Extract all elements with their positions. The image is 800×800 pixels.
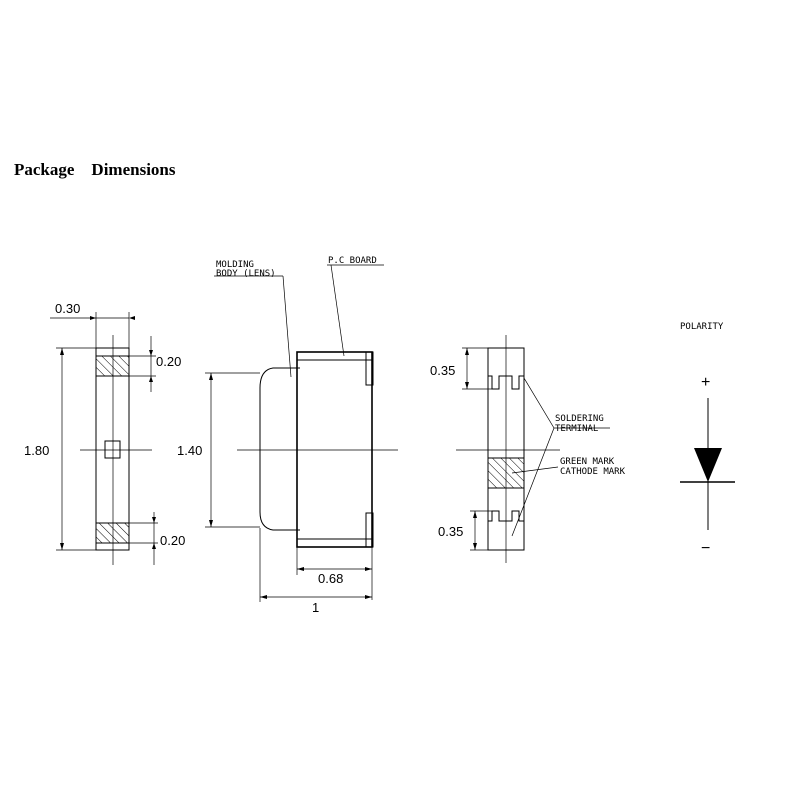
side-top-pad — [95, 355, 130, 377]
page-title: Package Dimensions — [14, 160, 176, 179]
plus-sign: + — [701, 374, 710, 391]
cathode-mark-label: CATHODE MARK — [560, 467, 626, 477]
front-height-label: 1.40 — [177, 443, 202, 458]
side-bottom-pad — [95, 522, 130, 544]
back-terminal-bottom-label: 0.35 — [438, 524, 463, 539]
side-length-label: 1.80 — [24, 443, 49, 458]
molding-body — [259, 367, 300, 531]
polarity-symbol: POLARITY + − — [680, 322, 735, 557]
diode-triangle-icon — [694, 448, 722, 482]
side-pad-bottom-label: 0.20 — [160, 533, 185, 548]
pc-board — [296, 351, 373, 548]
minus-sign: − — [701, 540, 710, 557]
side-pad-top-label: 0.20 — [156, 354, 181, 369]
green-mark-label: GREEN MARK — [560, 457, 615, 467]
side-view: 0.30 1.80 0.20 0.20 — [24, 301, 185, 565]
back-view: 0.35 0.35 SOLDERING TERMINAL GREEN MARK … — [430, 335, 626, 563]
back-terminal-top-label: 0.35 — [430, 363, 455, 378]
polarity-label: POLARITY — [680, 322, 724, 332]
front-board-width-label: 0.68 — [318, 571, 343, 586]
molding-label-1: MOLDING — [216, 260, 254, 270]
pcb-label: P.C BOARD — [328, 256, 377, 266]
side-center-chip — [104, 440, 121, 459]
soldering-label-2: TERMINAL — [555, 424, 598, 434]
molding-label-2: BODY (LENS) — [216, 269, 276, 279]
front-total-width-label: 1 — [312, 600, 319, 615]
soldering-label-1: SOLDERING — [555, 414, 604, 424]
side-width-label: 0.30 — [55, 301, 80, 316]
front-view: MOLDING BODY (LENS) P.C BOARD 1.40 0.68 … — [177, 256, 398, 615]
side-view-body — [95, 347, 130, 551]
